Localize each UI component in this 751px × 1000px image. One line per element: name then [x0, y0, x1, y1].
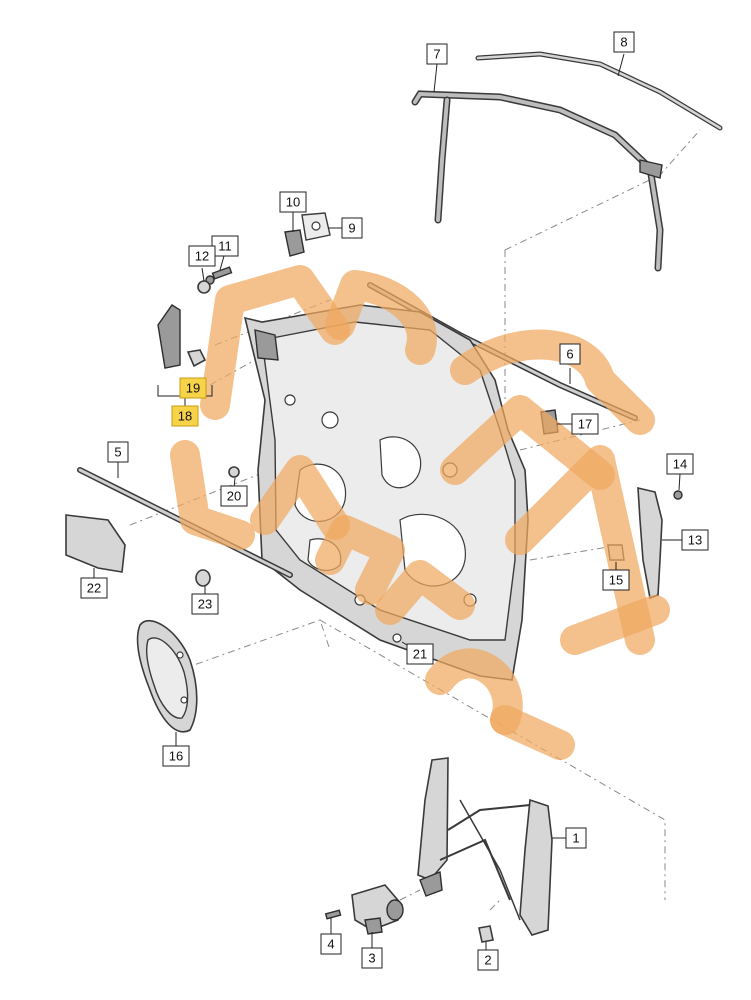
svg-text:8: 8 — [620, 35, 627, 50]
svg-text:10: 10 — [286, 195, 300, 210]
callout-11: 11 — [211, 235, 239, 257]
part-20-clip — [228, 466, 240, 478]
callout-14: 14 — [666, 453, 694, 475]
svg-text:18: 18 — [178, 409, 192, 424]
svg-text:16: 16 — [169, 749, 183, 764]
part-14-screw — [673, 490, 683, 500]
svg-text:2: 2 — [484, 953, 491, 968]
leader-lines — [93, 53, 682, 950]
part-22-foil-pad — [65, 514, 126, 573]
callout-7: 7 — [426, 43, 448, 65]
part-19-clip-detail — [186, 349, 207, 368]
part-4-screw — [324, 909, 342, 920]
svg-text:17: 17 — [578, 417, 592, 432]
callout-18: 18 — [171, 405, 199, 427]
part-11-bolt — [205, 266, 233, 285]
svg-text:15: 15 — [609, 573, 623, 588]
part-12-nut — [197, 280, 211, 294]
svg-text:5: 5 — [114, 445, 121, 460]
part-3-window-motor — [351, 884, 404, 935]
svg-text:4: 4 — [327, 937, 334, 952]
callout-22: 22 — [80, 577, 108, 599]
part-21-grommet — [392, 633, 402, 643]
callout-4: 4 — [320, 933, 342, 955]
part-10-hinge-block — [284, 229, 305, 257]
callout-19: 19 — [179, 377, 207, 399]
callout-12: 12 — [188, 245, 216, 267]
callout-21: 21 — [406, 643, 434, 665]
callout-9: 9 — [341, 217, 363, 239]
part-9-bracket — [301, 212, 331, 241]
callout-17: 17 — [571, 413, 599, 435]
svg-text:13: 13 — [688, 533, 702, 548]
part-2-nut — [478, 925, 494, 943]
svg-text:11: 11 — [218, 239, 232, 254]
part-7-window-frame-seal — [411, 90, 664, 272]
svg-text:14: 14 — [673, 457, 687, 472]
callout-2: 2 — [477, 949, 499, 971]
svg-text:7: 7 — [433, 47, 440, 62]
callout-16: 16 — [162, 745, 190, 767]
callout-5: 5 — [107, 441, 129, 463]
svg-text:6: 6 — [566, 347, 573, 362]
callout-13: 13 — [681, 529, 709, 551]
part-8-roof-seal-strip — [475, 51, 723, 131]
callout-6: 6 — [559, 343, 581, 365]
callout-1: 1 — [565, 827, 587, 849]
svg-text:20: 20 — [227, 489, 241, 504]
callout-10: 10 — [279, 191, 307, 213]
part-23-plug — [195, 569, 211, 587]
svg-text:3: 3 — [368, 951, 375, 966]
part-1-window-regulator — [417, 757, 553, 936]
svg-text:21: 21 — [413, 647, 427, 662]
svg-text:12: 12 — [195, 249, 209, 264]
callout-20: 20 — [220, 485, 248, 507]
callout-8: 8 — [613, 31, 635, 53]
svg-text:9: 9 — [348, 221, 355, 236]
callout-23: 23 — [191, 593, 219, 615]
part-13-guide-trim — [637, 486, 663, 600]
svg-text:22: 22 — [87, 581, 101, 596]
svg-text:23: 23 — [198, 597, 212, 612]
part-16-speaker-cover — [136, 619, 198, 733]
part-mirror-triangle-cover — [157, 304, 181, 369]
callout-15: 15 — [602, 569, 630, 591]
svg-text:1: 1 — [572, 831, 579, 846]
callout-3: 3 — [361, 947, 383, 969]
svg-text:19: 19 — [186, 381, 200, 396]
